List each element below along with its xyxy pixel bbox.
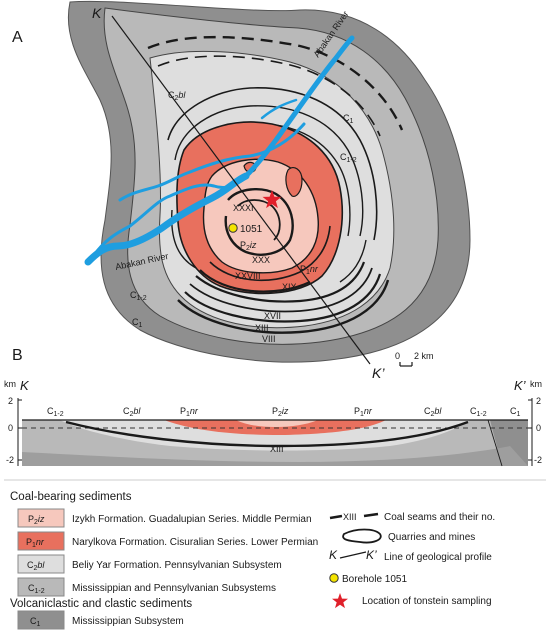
abakan-river [84, 35, 355, 266]
seam-xix-line [195, 261, 366, 303]
legend-symbol-profile: K K’ [329, 548, 377, 562]
section-label-p2iz: P2iz [272, 406, 289, 418]
profile-start-label: K [92, 5, 102, 21]
axis-unit-right: km [530, 379, 542, 389]
legend-text-tonstein: Location of tonstein sampling [362, 596, 492, 607]
legend-borehole-icon [329, 573, 339, 583]
seam-xiii-line [184, 273, 382, 323]
section-label-c12-right: C1-2 [470, 406, 487, 418]
tonstein-star-icon [262, 190, 282, 209]
seam-viii-label: VIII [262, 334, 276, 344]
seam-xxviii-label: XXVIII [235, 271, 261, 281]
seam-viii-line [177, 279, 390, 334]
section-deep-body [22, 446, 528, 466]
legend-star-icon [332, 593, 348, 609]
dashed-contours [147, 35, 404, 137]
svg-text:XIII: XIII [343, 512, 357, 522]
quarry-outline [285, 167, 303, 197]
seam-xiii-label: XIII [255, 323, 269, 333]
legend-text-profile: Line of geological profile [384, 552, 492, 563]
axis-unit-left: km [4, 379, 16, 389]
legend-text-c2bl: Beliy Yar Formation. Pennsylvanian Subsy… [72, 560, 282, 571]
section-label-p1nr-right: P1nr [354, 406, 373, 418]
map-unit-c1-lower: C1 [132, 317, 143, 329]
section-label-c12-left: C1-2 [47, 406, 64, 418]
scale-zero: 0 [395, 351, 400, 361]
seam-xvii-label: XVII [264, 311, 281, 321]
profile-end-label: K’ [372, 365, 385, 381]
section-seam-label: XIII [270, 444, 284, 454]
svg-text:C2bl: C2bl [27, 560, 45, 572]
scale-value: 2 km [414, 351, 434, 361]
borehole-marker [228, 223, 238, 233]
panel-a-label: A [12, 29, 23, 46]
tick-left-0: 0 [8, 423, 13, 433]
legend-text-c12: Mississippian and Pennsylvanian Subsyste… [72, 583, 276, 594]
tick-right-2: 2 [536, 396, 541, 406]
section-label-c2bl-left: C2bl [123, 406, 141, 418]
legend-group-volcaniclastic: Volcaniclastic and clastic sediments [10, 598, 192, 610]
tick-left-m2: -2 [6, 455, 14, 465]
legend-text-seams: Coal seams and their no. [384, 512, 495, 523]
inner-seams [199, 188, 331, 293]
seam-xix-label: XIX [282, 282, 297, 292]
legend-text-c1: Mississippian Subsystem [72, 616, 184, 627]
section-p2iz-body [236, 420, 318, 427]
seam-xxxi-label: XXXI [233, 203, 254, 213]
legend-group-coal: Coal-bearing sediments [10, 491, 132, 503]
section-end-right: K’ [514, 378, 527, 393]
legend-unit-swatches [17, 508, 65, 630]
tick-right-0: 0 [536, 423, 541, 433]
legend-unit-codes: P2iz P1nr C2bl C1-2 C1 [26, 514, 45, 628]
tick-right-m2: -2 [534, 455, 542, 465]
section-p1nr-body [164, 420, 386, 435]
section-surface-labels: C1-2 C2bl P1nr P2iz P1nr C2bl C1-2 C1 [47, 406, 521, 418]
legend-text-quarries: Quarries and mines [388, 532, 475, 543]
map-unit-p2iz: P2iz [240, 240, 257, 252]
section-label-c1-right: C1 [510, 406, 521, 418]
panel-b-label: B [12, 347, 23, 364]
tick-left-2: 2 [8, 396, 13, 406]
profile-line [111, 15, 371, 365]
legend-text-p1nr: Narylkova Formation. Cisuralian Series. … [72, 537, 318, 548]
svg-text:K’: K’ [366, 548, 377, 562]
svg-text:C1: C1 [30, 616, 41, 628]
legend-text-borehole: Borehole 1051 [342, 574, 407, 585]
svg-text:K: K [329, 548, 338, 562]
legend-symbol-seam: XIII [329, 512, 379, 522]
legend-text-p2iz: Izykh Formation. Guadalupian Series. Mid… [72, 514, 312, 525]
legend-symbol-quarry [342, 528, 382, 544]
section-label-c2bl-right: C2bl [424, 406, 442, 418]
borehole-label: 1051 [240, 224, 263, 235]
seam-xvii-line [189, 267, 373, 313]
map-unit-p1nr: P1nr [300, 264, 319, 276]
scale-bar: 0 2 km [395, 351, 434, 367]
seam-contours [167, 87, 390, 334]
map-unit-c1-upper: C1 [343, 113, 354, 125]
svg-text:P1nr: P1nr [26, 537, 45, 549]
svg-text:P2iz: P2iz [28, 514, 45, 526]
map-unit-c2bl: C2bl [168, 90, 186, 102]
seam-xxx-label: XXX [252, 255, 270, 265]
section-end-left: K [20, 378, 30, 393]
section-label-p1nr-left: P1nr [180, 406, 199, 418]
section-seam-xiii [65, 420, 469, 448]
